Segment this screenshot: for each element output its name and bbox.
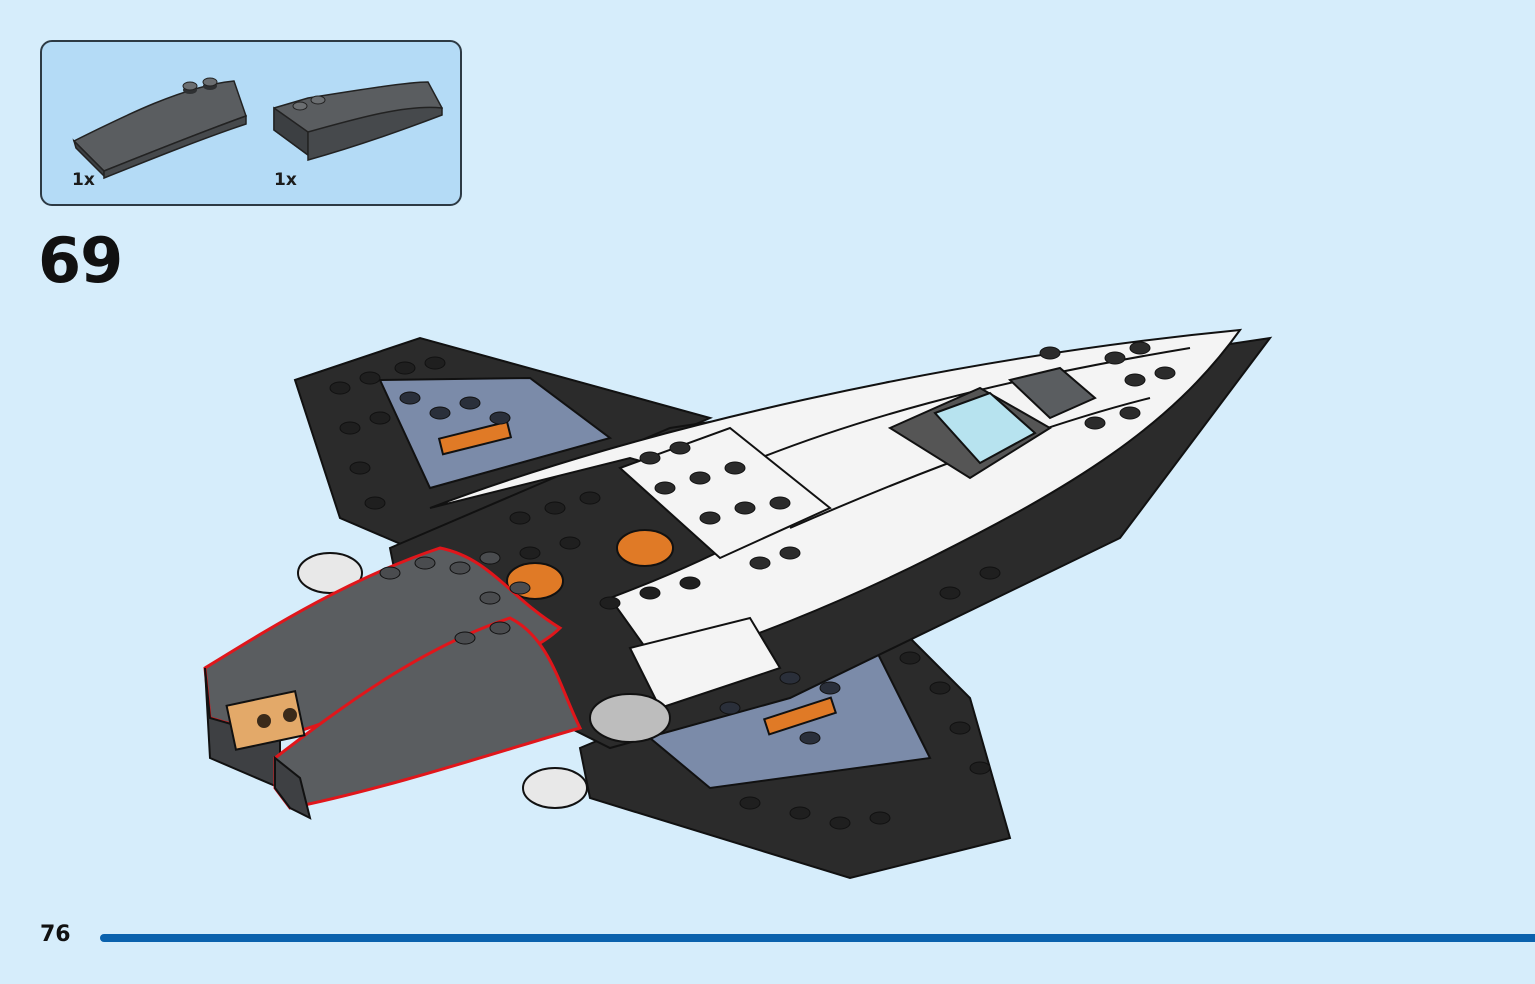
dark-gray-curved-wedge-long-icon <box>72 77 247 180</box>
parts-callout: 1x 1x <box>40 40 462 206</box>
dark-gray-curved-wedge-short-icon <box>273 81 444 161</box>
spaceship-assembly-illustration <box>203 328 1273 880</box>
progress-bar <box>100 934 1535 942</box>
part-item: 1x <box>64 56 254 196</box>
part-quantity: 1x <box>274 170 297 190</box>
part-quantity: 1x <box>72 170 95 190</box>
page-number: 76 <box>40 922 71 947</box>
part-item: 1x <box>268 60 458 200</box>
step-number: 69 <box>38 224 123 297</box>
